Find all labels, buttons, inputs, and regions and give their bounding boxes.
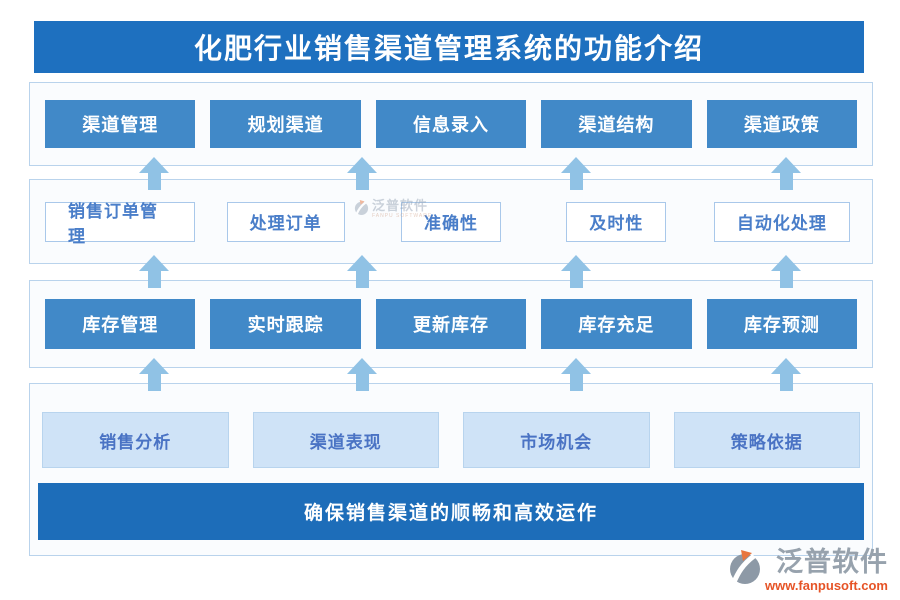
fanpu-watermark-icon — [354, 200, 369, 215]
page-title: 化肥行业销售渠道管理系统的功能介绍 — [34, 21, 864, 73]
node-strategy-basis: 策略依据 — [673, 412, 860, 468]
fanpu-logo: 泛普软件 www.fanpusoft.com — [728, 549, 888, 593]
node-inventory-management: 库存管理 — [45, 299, 196, 349]
summary-banner: 确保销售渠道的顺畅和高效运作 — [38, 483, 864, 540]
node-channel-planning: 规划渠道 — [210, 100, 361, 148]
node-info-entry: 信息录入 — [375, 100, 527, 148]
panel-inventory: 库存管理 实时跟踪 更新库存 库存充足 库存预测 — [29, 280, 873, 368]
watermark-subtext: FANPU SOFTWARE — [372, 213, 433, 220]
watermark-name: 泛普软件 — [372, 198, 429, 213]
up-arrow-icon — [561, 255, 591, 288]
node-automation: 自动化处理 — [713, 201, 850, 242]
panel-analysis: 销售分析 渠道表现 市场机会 策略依据 确保销售渠道的顺畅和高效运作 — [29, 383, 873, 556]
up-arrow-icon — [139, 157, 169, 190]
node-channel-policy: 渠道政策 — [706, 100, 858, 148]
node-channel-management: 渠道管理 — [45, 100, 196, 148]
panel-sales-order: 销售订单管理 处理订单 准确性 及时性 自动化处理 — [29, 179, 873, 264]
node-market-opportunity: 市场机会 — [463, 412, 650, 468]
node-order-processing: 处理订单 — [226, 201, 345, 242]
up-arrow-icon — [347, 358, 377, 391]
up-arrow-icon — [139, 358, 169, 391]
node-channel-structure: 渠道结构 — [541, 100, 692, 148]
up-arrow-icon — [771, 358, 801, 391]
node-inventory-sufficiency: 库存充足 — [541, 299, 692, 349]
arrow-row-2 — [29, 255, 873, 288]
up-arrow-icon — [771, 255, 801, 288]
node-timeliness: 及时性 — [566, 201, 667, 242]
logo-url: www.fanpusoft.com — [764, 578, 888, 593]
arrow-row-3 — [29, 358, 873, 391]
node-sales-analysis: 销售分析 — [42, 412, 229, 468]
arrow-row-1 — [29, 157, 873, 190]
node-channel-performance: 渠道表现 — [252, 412, 439, 468]
up-arrow-icon — [347, 255, 377, 288]
up-arrow-icon — [561, 157, 591, 190]
fanpu-watermark: 泛普软件 FANPU SOFTWARE — [354, 198, 433, 220]
logo-name: 泛普软件 — [776, 547, 888, 577]
fanpu-logo-icon — [729, 550, 760, 584]
up-arrow-icon — [561, 358, 591, 391]
node-inventory-forecast: 库存预测 — [706, 299, 858, 349]
up-arrow-icon — [139, 255, 169, 288]
node-sales-order-management: 销售订单管理 — [45, 201, 196, 246]
node-real-time-tracking: 实时跟踪 — [210, 299, 361, 349]
panel-channel-management: 渠道管理 规划渠道 信息录入 渠道结构 渠道政策 — [29, 82, 873, 166]
node-accuracy: 准确性 — [401, 201, 502, 242]
node-inventory-update: 更新库存 — [375, 299, 527, 349]
up-arrow-icon — [347, 157, 377, 190]
up-arrow-icon — [771, 157, 801, 190]
